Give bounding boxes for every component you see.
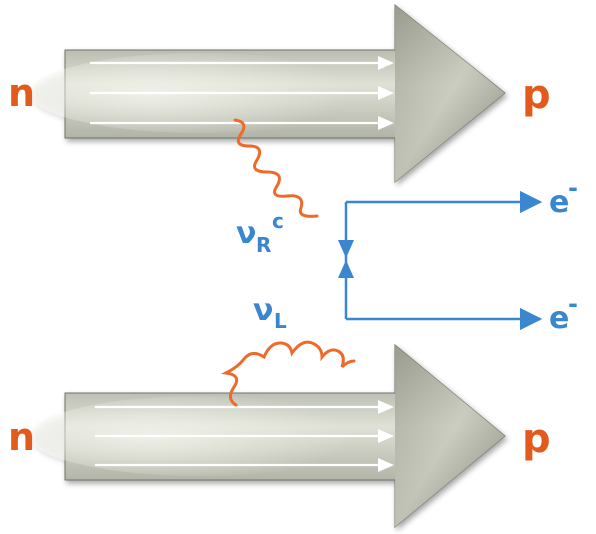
top-arrow-inner-lines xyxy=(90,56,394,130)
upper-neutrino-superscript: c xyxy=(272,209,284,233)
top-nucleon-arrow xyxy=(30,3,506,184)
lepton-lines xyxy=(344,190,543,331)
upper-electron-superscript: - xyxy=(568,174,578,202)
neutrino-propagator-arrows xyxy=(338,240,354,278)
lower-electron-symbol: e xyxy=(549,301,569,336)
lower-neutrino-symbol: ν xyxy=(253,293,273,328)
upper-electron-symbol: e xyxy=(549,185,569,220)
upper-neutrino-subscript: R xyxy=(256,233,271,257)
bottom-nucleon-arrow xyxy=(30,343,506,529)
top-neutron-label: n xyxy=(8,71,35,115)
lower-electron-label: e - xyxy=(549,290,578,336)
lower-neutrino-subscript: L xyxy=(274,309,287,333)
propagator-up-arrow xyxy=(338,260,354,278)
top-proton-label: p xyxy=(522,72,551,118)
bottom-proton-label: p xyxy=(522,416,551,462)
upper-neutrino-symbol: ν xyxy=(236,216,256,251)
propagator-down-arrow xyxy=(338,240,354,258)
upper-electron-label: e - xyxy=(549,174,578,220)
lower-neutrino-label: ν L xyxy=(253,293,287,333)
upper-w-boson-line xyxy=(233,118,319,218)
lower-electron-superscript: - xyxy=(568,290,578,318)
bottom-arrow-inner-lines xyxy=(95,400,394,472)
lower-w-boson-line xyxy=(220,340,356,407)
bottom-neutron-label: n xyxy=(8,415,35,459)
upper-neutrino-label: ν R c xyxy=(236,209,284,257)
